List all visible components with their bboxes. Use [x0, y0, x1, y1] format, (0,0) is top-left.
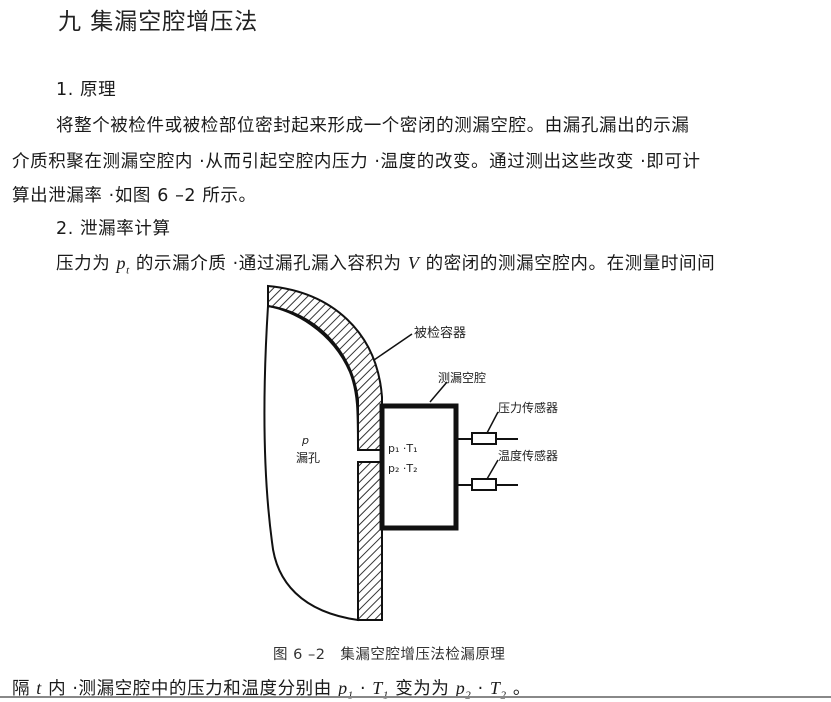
var-p1: p	[338, 678, 348, 698]
text-run: 内 ·测漏空腔中的压力和温度分别由	[48, 679, 332, 699]
var-p: p	[116, 253, 127, 273]
label-pt-top: p	[301, 434, 309, 447]
text-run: 的示漏介质 ·通过漏孔漏入容积为	[135, 254, 402, 274]
figure-caption: 图 6 –2 集漏空腔增压法检漏原理	[273, 647, 506, 663]
paragraph-line: 算出泄漏率 ·如图 6 –2 所示。	[12, 186, 257, 206]
bottom-rule	[0, 696, 831, 698]
heading-leak-rate-calc: 2. 泄漏率计算	[56, 219, 171, 239]
label-p2-t2: p₂ ·T₂	[388, 462, 418, 475]
sub-t: t	[126, 264, 130, 277]
paragraph-line: 介质积聚在测漏空腔内 ·从而引起空腔内压力 ·温度的改变。通过测出这些改变 ·即…	[12, 152, 701, 172]
pressure-sensor	[471, 432, 497, 445]
vessel-inner-outline	[263, 305, 359, 622]
paragraph-line: 隔 t 内 ·测漏空腔中的压力和温度分别由 p1 · T1 变为为 p2 · T…	[12, 675, 531, 702]
var-T2: T	[489, 678, 501, 698]
temperature-sensor	[471, 478, 497, 491]
text-run: 变为为	[395, 679, 450, 699]
sub-1: 1	[383, 690, 389, 702]
var-V: V	[407, 253, 420, 273]
leak-diagram: 被检容器 测漏空腔 压力传感器 温度传感器 p 漏孔 p₁ ·T₁ p₂ ·T₂	[263, 284, 558, 622]
vessel-wall	[267, 284, 383, 451]
label-p1-t1: p₁ ·T₁	[388, 442, 418, 455]
test-cavity	[379, 403, 459, 531]
sub-1: 1	[348, 690, 354, 702]
label-pressure-sensor: 压力传感器	[498, 400, 558, 415]
label-leak: 漏孔	[296, 451, 320, 465]
sub-2: 2	[465, 690, 471, 702]
paragraph-line: 将整个被检件或被检部位密封起来形成一个密闭的测漏空腔。由漏孔漏出的示漏	[56, 116, 690, 136]
label-temperature-sensor: 温度传感器	[498, 448, 558, 463]
paragraph-line: 压力为 pt 的示漏介质 ·通过漏孔漏入容积为 V 的密闭的测漏空腔内。在测量时…	[56, 250, 715, 277]
var-t: t	[36, 678, 42, 698]
text-run: ·	[359, 679, 367, 699]
text-run: 。	[512, 679, 531, 699]
sub-2: 2	[501, 690, 507, 702]
heading-principle: 1. 原理	[56, 80, 117, 100]
var-T1: T	[372, 678, 383, 698]
label-vessel: 被检容器	[414, 325, 466, 341]
var-p2: p	[455, 678, 466, 698]
label-cavity: 测漏空腔	[438, 370, 486, 385]
text-run: 的密闭的测漏空腔内。在测量时间间	[425, 254, 716, 274]
text-run: ·	[477, 679, 484, 699]
text-run: 压力为	[56, 254, 111, 274]
section-title: 九 集漏空腔增压法	[58, 9, 259, 35]
text-run: 隔	[12, 679, 31, 699]
vessel-wall-lower	[357, 461, 383, 621]
